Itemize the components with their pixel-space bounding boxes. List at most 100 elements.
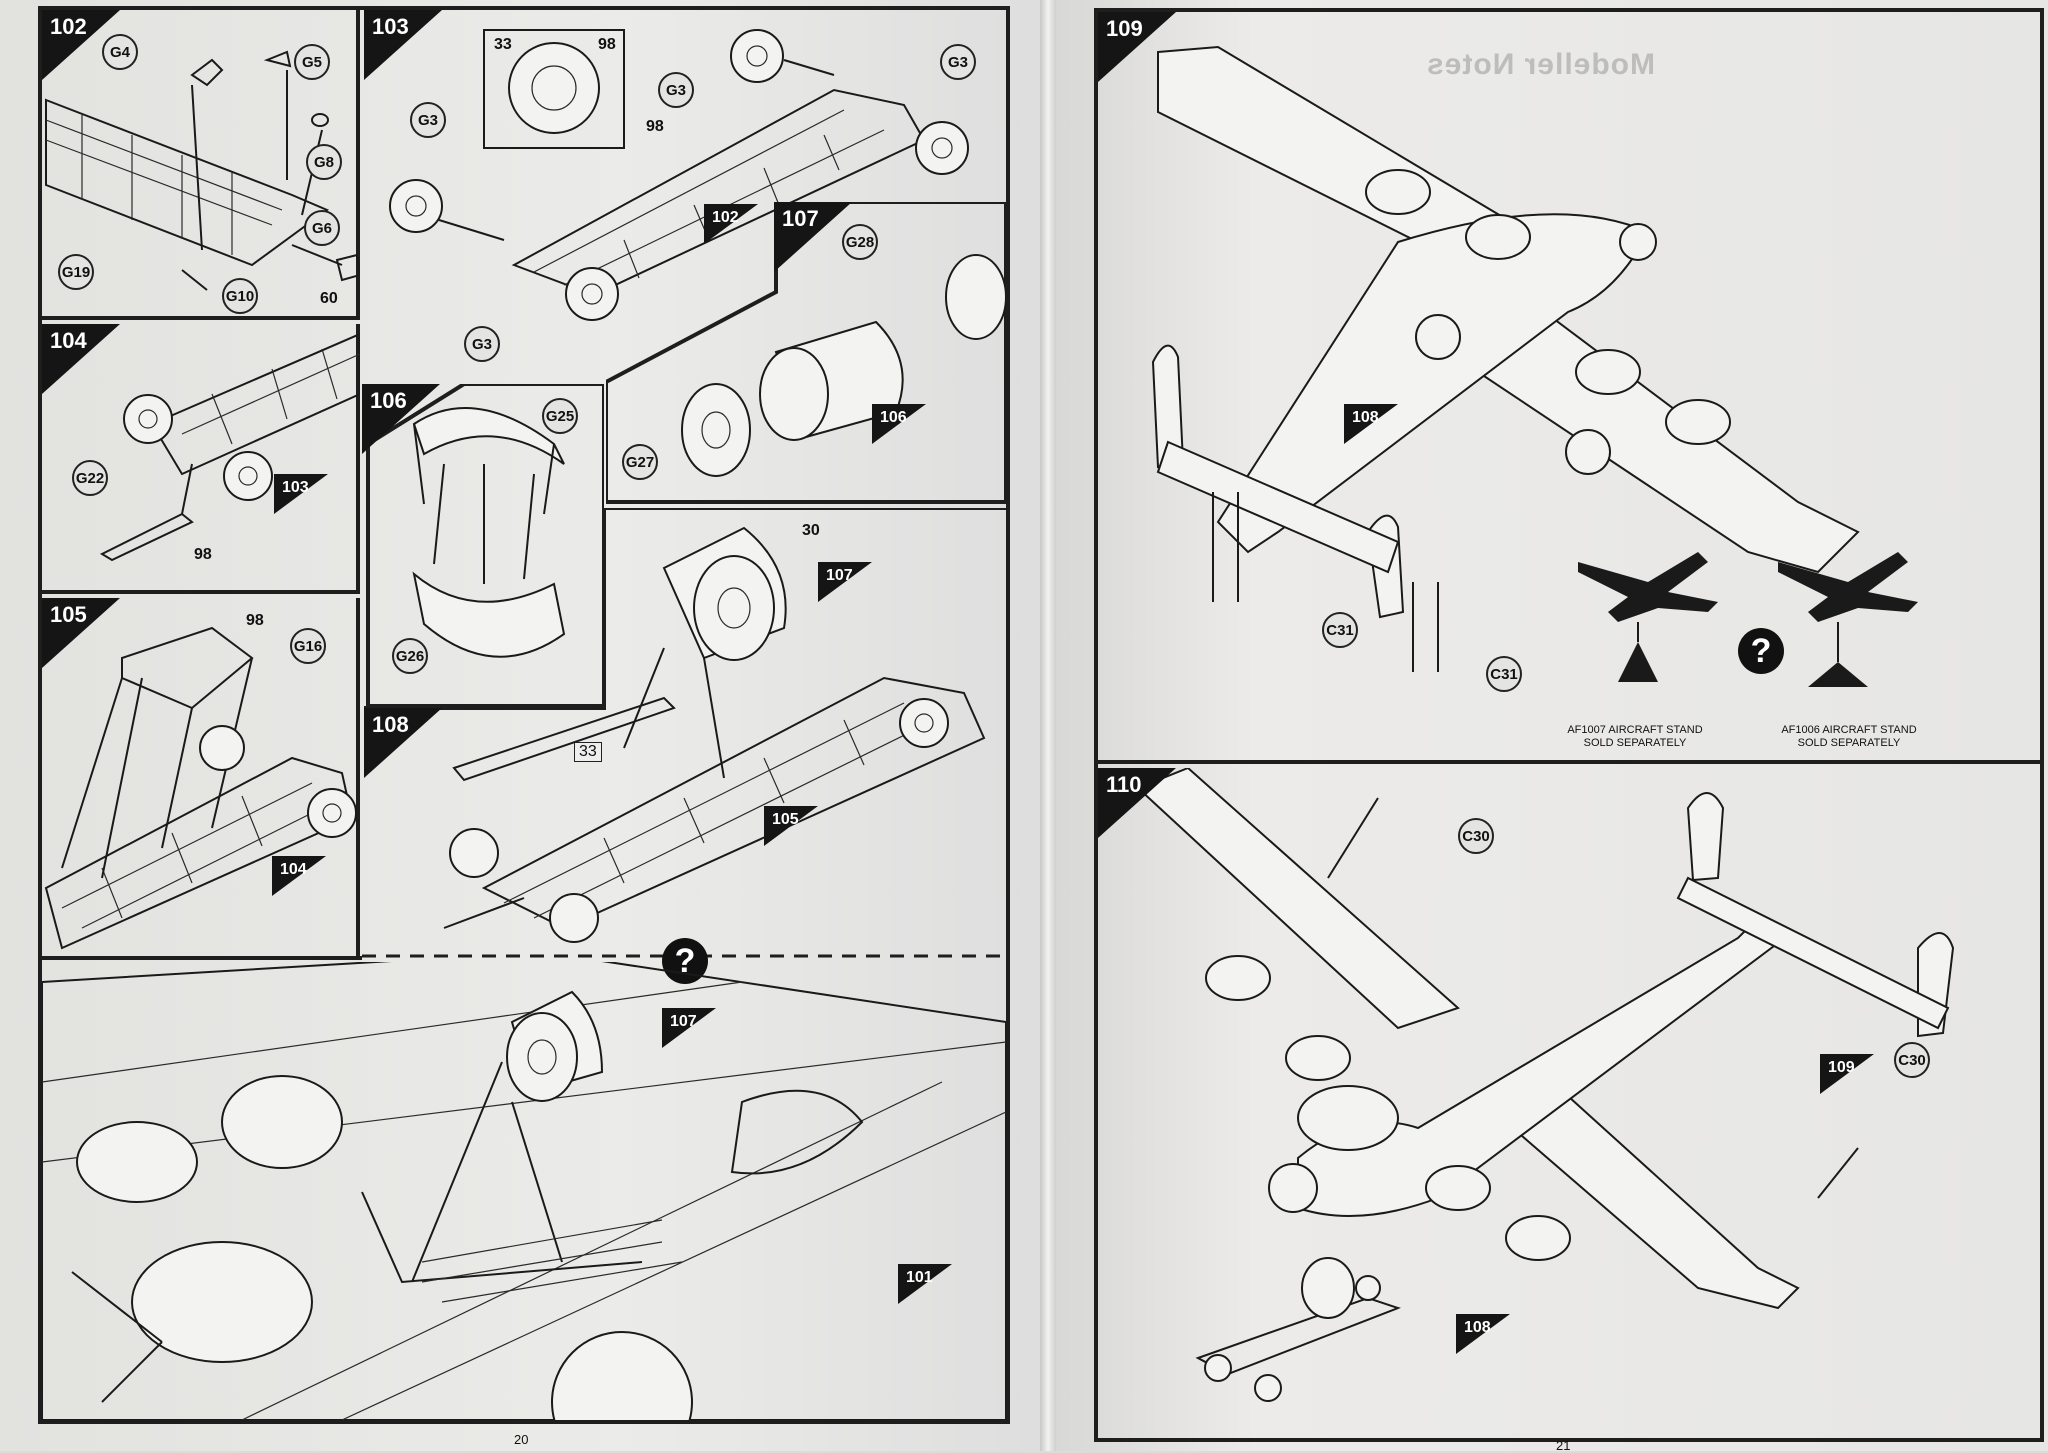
- ref-label: 107: [826, 567, 853, 584]
- stand-note: SOLD SEPARATELY: [1797, 737, 1901, 749]
- step-106-number: 106: [362, 384, 440, 454]
- ref-step-108: 108: [1344, 404, 1398, 444]
- ref-step-104: 104: [272, 856, 326, 896]
- callout-g19: G19: [58, 254, 94, 290]
- callout-g26: G26: [392, 638, 428, 674]
- step-110-panel: 110 C30 C30 109 108: [1098, 768, 2040, 1438]
- step-label: 105: [50, 602, 87, 627]
- ref-step-106: 106: [872, 404, 926, 444]
- dashed-separator: [42, 954, 1006, 960]
- ref-label: 107: [670, 1013, 697, 1030]
- callout-g5: G5: [294, 44, 330, 80]
- callout-c30: C30: [1458, 818, 1494, 854]
- step-label: 109: [1106, 16, 1143, 41]
- ref-step-105: 105: [764, 806, 818, 846]
- step-104-panel: 104 G22 98 103: [42, 324, 360, 594]
- ref-label: 108: [1464, 1319, 1491, 1336]
- step-102-panel: 102 G4 G5 G8 G6 G19 G10 60: [42, 10, 360, 320]
- ref-step-102: 102: [704, 204, 758, 244]
- step-109-number: 109: [1098, 12, 1176, 82]
- callout-g28: G28: [842, 224, 878, 260]
- callout-g3: G3: [464, 326, 500, 362]
- step-106-drawing: [366, 384, 604, 706]
- right-page-frame: [1094, 8, 2044, 1442]
- step-107-panel: 107 G28 G27 106: [606, 202, 1006, 508]
- ref-label: 109: [1828, 1059, 1855, 1076]
- step-108-panel: 108 30 33 107 105: [364, 508, 1006, 958]
- part-number-30: 30: [802, 522, 820, 539]
- ref-label: 101: [906, 1269, 933, 1286]
- stand-label-af1006: AF1006 AIRCRAFT STAND SOLD SEPARATELY: [1774, 724, 1924, 750]
- step-105-panel: 105 98 G16 104: [42, 598, 360, 956]
- step-tab-shape: [1098, 768, 1176, 838]
- step-label: 107: [782, 206, 819, 231]
- stand-note: SOLD SEPARATELY: [1583, 737, 1687, 749]
- callout-g4: G4: [102, 34, 138, 70]
- ref-step-108: 108: [1456, 1314, 1510, 1354]
- callout-g16: G16: [290, 628, 326, 664]
- left-page: 102 G4 G5 G8 G6 G19 G10 60 103 33 98 98 …: [0, 0, 1040, 1451]
- ref-label: 105: [772, 811, 799, 828]
- part-number-33-box: 33: [574, 742, 602, 762]
- step-tab-shape: [774, 202, 852, 272]
- callout-g3: G3: [940, 44, 976, 80]
- step-104-number: 104: [42, 324, 120, 394]
- step-103-drawing: [389, 29, 969, 321]
- step-101-panel: 107 101: [42, 962, 1006, 1420]
- callout-c31: C31: [1322, 612, 1358, 648]
- callout-g6: G6: [304, 210, 340, 246]
- step-110-aircraft-drawing: [1136, 768, 1955, 1402]
- ref-tab-shape: [272, 856, 326, 896]
- step-102-number: 102: [42, 10, 120, 80]
- ref-step-101: 101: [898, 1264, 952, 1304]
- ref-tab-shape: [1344, 404, 1398, 444]
- aircraft-underside-drawing: [42, 962, 1006, 1420]
- step-109-aircraft-drawing: [1151, 45, 1860, 672]
- callout-g3: G3: [658, 72, 694, 108]
- page-number: 21: [1556, 1438, 1571, 1453]
- book-gutter: [1040, 0, 1056, 1451]
- step-108-number: 108: [364, 708, 442, 778]
- step-tab-shape: [362, 384, 440, 454]
- stand-code: AF1007 AIRCRAFT STAND: [1567, 724, 1703, 736]
- step-tab-shape: [42, 598, 120, 668]
- ref-label: 103: [282, 479, 309, 496]
- callout-g25: G25: [542, 398, 578, 434]
- ref-step-103: 103: [274, 474, 328, 514]
- ref-label: 104: [280, 861, 307, 878]
- ref-tab-shape: [1456, 1314, 1510, 1354]
- ref-tab-shape: [818, 562, 872, 602]
- step-102-drawing: [45, 50, 360, 291]
- part-number-98: 98: [598, 36, 616, 53]
- ref-step-107: 107: [662, 1008, 716, 1048]
- step-103-number: 103: [364, 10, 442, 80]
- callout-g10: G10: [222, 278, 258, 314]
- part-number-98: 98: [246, 612, 264, 629]
- callout-c31: C31: [1486, 656, 1522, 692]
- ref-tab-shape: [764, 806, 818, 846]
- part-number-60: 60: [320, 290, 338, 307]
- step-107-drawing: [606, 202, 1006, 504]
- step-label: 104: [50, 328, 87, 353]
- step-label: 108: [372, 712, 409, 737]
- ref-label: 106: [880, 409, 907, 426]
- step-tab-shape: [364, 10, 442, 80]
- step-108-drawing: [364, 508, 1006, 943]
- step-label: 103: [372, 14, 409, 39]
- stand-label-af1007: AF1007 AIRCRAFT STAND SOLD SEPARATELY: [1560, 724, 1710, 750]
- page-number: 20: [514, 1432, 529, 1447]
- callout-g3: G3: [410, 102, 446, 138]
- callout-c30: C30: [1894, 1042, 1930, 1078]
- part-number-98: 98: [194, 546, 212, 563]
- ref-tab-shape: [872, 404, 926, 444]
- step-tab-shape: [364, 708, 442, 778]
- step-tab-shape: [42, 10, 120, 80]
- ref-label: 108: [1352, 409, 1379, 426]
- step-104-drawing: [99, 332, 360, 562]
- callout-g27: G27: [622, 444, 658, 480]
- ref-tab-shape: [1820, 1054, 1874, 1094]
- left-page-frame: [38, 6, 1010, 1424]
- step-tab-shape: [42, 324, 120, 394]
- ref-step-107: 107: [818, 562, 872, 602]
- step-103-panel: 103 33 98 98 G3 G3 G3 G3 102: [364, 10, 1006, 378]
